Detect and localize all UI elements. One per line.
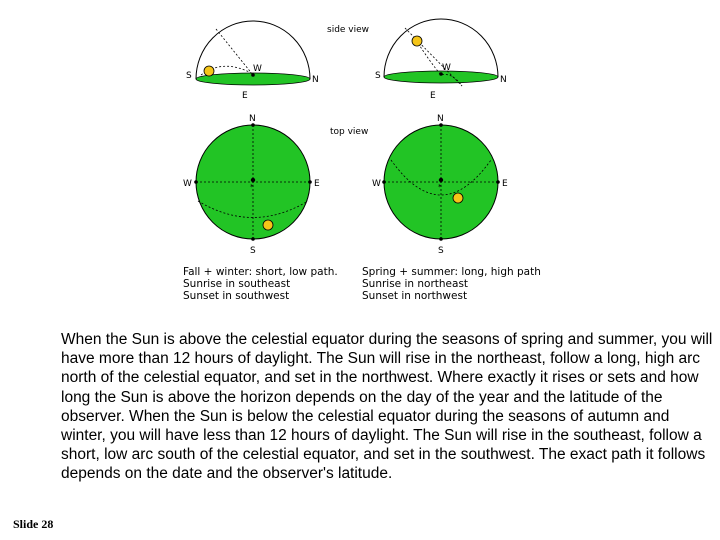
caption-line: Spring + summer: long, high path: [362, 266, 541, 278]
body-paragraph: When the Sun is above the celestial equa…: [61, 331, 713, 483]
north-label: N: [500, 75, 507, 85]
side-view-summer: S N W E: [375, 18, 507, 101]
south-label: S: [438, 246, 444, 256]
south-label: S: [186, 71, 192, 81]
south-label: S: [250, 246, 256, 256]
top-view-winter: * N S W E: [183, 114, 320, 256]
caption-line: Sunset in southwest: [183, 290, 290, 302]
caption-spring-summer: Spring + summer: long, high path Sunrise…: [362, 266, 541, 302]
top-view-summer: * N S W E: [372, 114, 508, 256]
side-view-winter: S N W E: [186, 20, 319, 101]
caption-line: Fall + winter: short, low path.: [183, 266, 338, 278]
west-label: W: [372, 179, 381, 189]
sun-icon: [203, 65, 215, 77]
side-view-label: side view: [327, 25, 369, 35]
north-label: N: [249, 114, 256, 124]
slide-number: Slide 28: [13, 517, 54, 531]
svg-text:*: *: [250, 183, 254, 191]
east-label: E: [314, 179, 320, 189]
west-label: W: [442, 63, 451, 73]
sun-icon: [452, 192, 464, 204]
sun-icon: [262, 219, 274, 231]
top-view-label: top view: [330, 127, 368, 137]
svg-text:*: *: [438, 183, 442, 191]
north-label: N: [437, 114, 444, 124]
sun-icon: [411, 35, 423, 47]
caption-line: Sunrise in northeast: [362, 278, 469, 290]
west-label: W: [183, 179, 192, 189]
sun-path-diagram: S N W E side view S N W E * N S W E top …: [183, 18, 508, 256]
north-label: N: [312, 75, 319, 85]
east-label: E: [242, 91, 248, 101]
west-label: W: [253, 64, 262, 74]
south-label: S: [375, 71, 381, 81]
caption-line: Sunrise in southeast: [183, 278, 291, 290]
caption-fall-winter: Fall + winter: short, low path. Sunrise …: [183, 266, 338, 302]
east-label: E: [430, 91, 436, 101]
caption-line: Sunset in northwest: [362, 290, 468, 302]
east-label: E: [502, 179, 508, 189]
